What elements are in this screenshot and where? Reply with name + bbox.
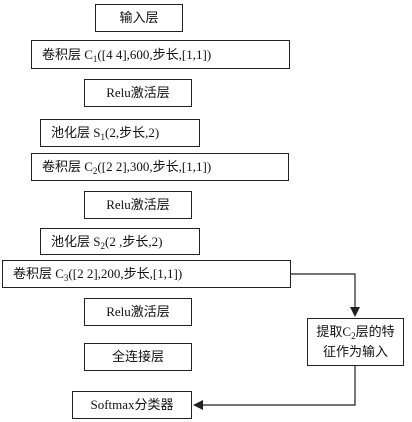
label-text: ([4 4],600,步长,[1,1]) — [97, 46, 212, 62]
edge-conv3-to-extract — [291, 273, 360, 317]
node-pool-layer-s2: 池化层 S2(2 ,步长,2) — [40, 228, 200, 255]
label-text: 提取C — [316, 324, 352, 339]
node-label: Softmax分类器 — [90, 397, 173, 413]
node-label: 输入层 — [119, 10, 158, 26]
node-relu-layer-1: Relu激活层 — [84, 79, 192, 107]
node-label: 池化层 S2(2 ,步长,2) — [51, 233, 163, 251]
label-text: (2 ,步长,2) — [104, 233, 163, 249]
label-text: 输入层 — [119, 10, 159, 25]
node-label: Relu激活层 — [106, 304, 170, 320]
label-text: Relu激活层 — [106, 85, 170, 100]
node-relu-layer-2: Relu激活层 — [84, 191, 192, 219]
node-conv-layer-c3: 卷积层 C3([2 2],200,步长,[1,1]) — [2, 260, 291, 288]
label-text: ([2 2],300,步长,[1,1]) — [97, 159, 212, 174]
label-text: 卷积层 C — [13, 266, 64, 281]
label-text: 池化层 S — [51, 233, 101, 249]
label-text: Relu激活层 — [106, 304, 170, 319]
label-text: 全连接层 — [111, 349, 164, 364]
node-label: 卷积层 C1([4 4],600,步长,[1,1]) — [42, 46, 212, 64]
node-label: 卷积层 C2([2 2],300,步长,[1,1]) — [42, 159, 212, 176]
label-subscript: 1 — [92, 53, 98, 64]
node-pool-layer-s1: 池化层 S1(2,步长,2) — [40, 119, 200, 147]
node-label: Relu激活层 — [106, 85, 170, 101]
label-subscript: 2 — [92, 166, 98, 176]
label-subscript: 2 — [351, 331, 356, 341]
label-text: (2,步长,2) — [104, 125, 160, 140]
node-conv-layer-c2: 卷积层 C2([2 2],300,步长,[1,1]) — [31, 153, 289, 181]
node-input-layer: 输入层 — [95, 4, 183, 32]
label-subscript: 2 — [100, 240, 105, 251]
node-relu-layer-3: Relu激活层 — [84, 298, 192, 326]
label-text: 池化层 S — [51, 125, 101, 140]
label-subscript: 1 — [100, 132, 105, 142]
node-label: 池化层 S1(2,步长,2) — [51, 125, 160, 142]
node-label: 全连接层 — [112, 349, 164, 365]
label-text: 卷积层 C — [42, 159, 93, 174]
edge-extract-to-softmax — [193, 366, 356, 410]
label-text: 卷积层 C — [42, 46, 93, 62]
node-label: Relu激活层 — [106, 197, 170, 213]
label-text: Softmax分类器 — [90, 397, 174, 412]
node-softmax-classifier: Softmax分类器 — [72, 391, 192, 419]
node-fully-connected-layer: 全连接层 — [84, 343, 192, 371]
label-text: 层的特征作为输入 — [322, 324, 395, 359]
label-text: Relu激活层 — [106, 197, 170, 212]
node-label: 提取C2层的特征作为输入 — [314, 322, 397, 362]
node-label: 卷积层 C3([2 2],200,步长,[1,1]) — [13, 266, 183, 283]
node-conv-layer-c1: 卷积层 C1([4 4],600,步长,[1,1]) — [31, 40, 290, 69]
node-extract-c2-features: 提取C2层的特征作为输入 — [307, 318, 404, 366]
label-subscript: 3 — [63, 273, 69, 283]
label-text: ([2 2],200,步长,[1,1]) — [68, 266, 183, 281]
